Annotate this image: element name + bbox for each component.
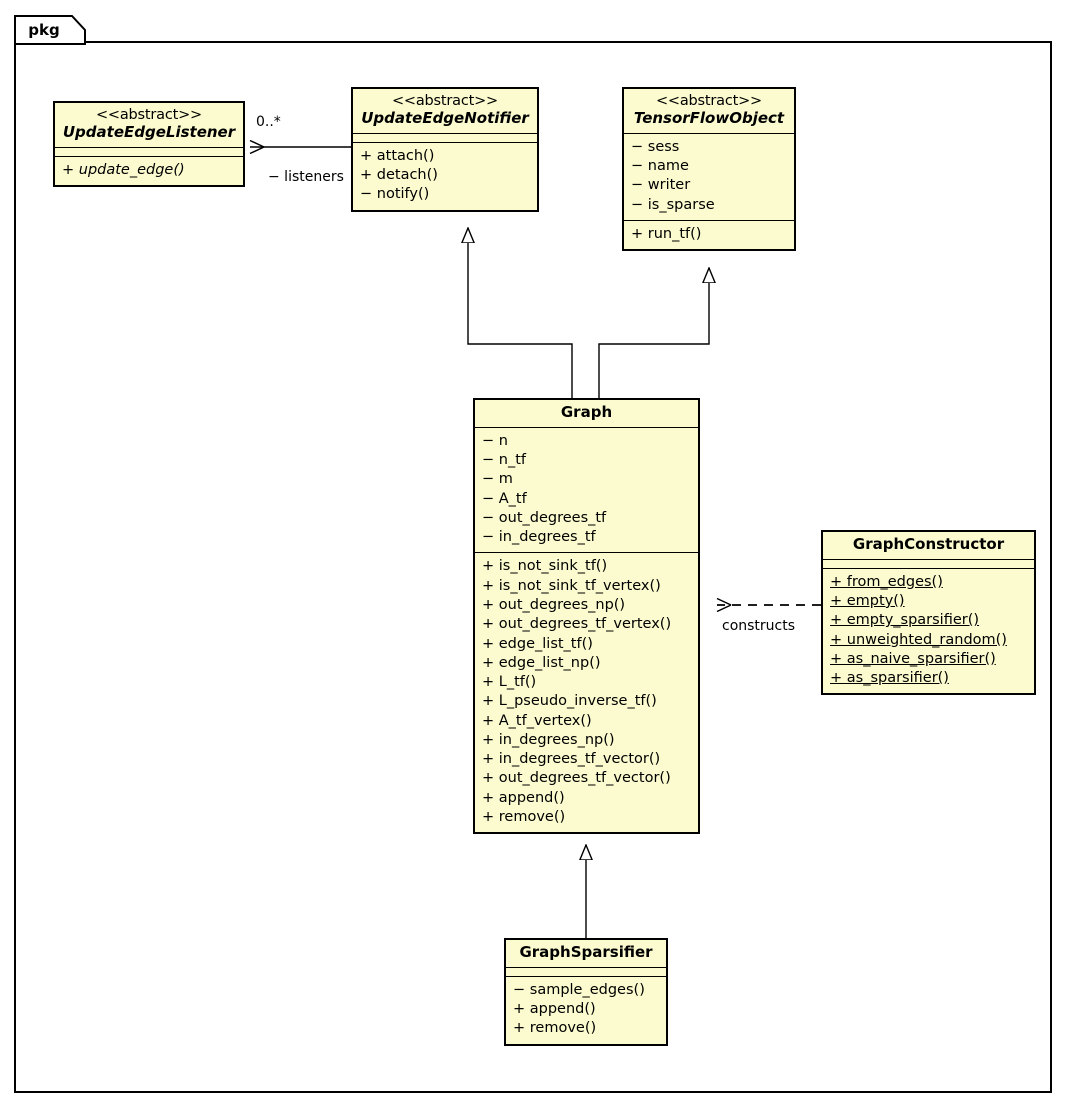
compartment-divider: [353, 141, 537, 143]
class-graph[interactable]: Graph − n − n_tf − m − A_tf − out_degree…: [473, 398, 700, 835]
compartment-divider: [823, 567, 1034, 569]
method-item: + in_degrees_tf_vector(): [482, 751, 661, 768]
method-item: + as_naive_sparsifier(): [830, 650, 996, 667]
compartment-divider: [624, 219, 794, 221]
attribute-item: − name: [631, 158, 689, 175]
stereotype-label: <<abstract>>: [391, 93, 499, 109]
methods-compartment: + run_tf(): [624, 221, 794, 249]
method-item: + from_edges(): [830, 573, 943, 590]
compartment-divider: [55, 155, 243, 157]
class-update-edge-listener[interactable]: <<abstract>> UpdateEdgeListener + update…: [53, 101, 245, 188]
dependency-constructs-label: constructs: [722, 618, 796, 634]
class-header: <<abstract>> UpdateEdgeListener: [55, 103, 243, 147]
stereotype-label: <<abstract>>: [95, 107, 203, 123]
methods-compartment: + is_not_sink_tf() + is_not_sink_tf_vert…: [475, 553, 698, 832]
attributes-compartment: [506, 968, 666, 976]
compartment-divider: [55, 146, 243, 148]
attribute-item: − is_sparse: [631, 196, 715, 213]
class-name-label: TensorFlowObject: [633, 109, 785, 128]
method-item: + A_tf_vertex(): [482, 712, 592, 729]
method-item: + run_tf(): [631, 225, 702, 242]
class-tensorflow-object[interactable]: <<abstract>> TensorFlowObject − sess − n…: [622, 87, 796, 252]
method-item: + update_edge(): [62, 161, 185, 178]
method-item: + attach(): [360, 147, 435, 164]
attributes-compartment: [353, 134, 537, 142]
attribute-item: − A_tf: [482, 490, 527, 507]
method-item: + as_sparsifier(): [830, 670, 949, 687]
method-item: + edge_list_tf(): [482, 635, 593, 652]
methods-compartment: − sample_edges() + append() + remove(): [506, 977, 666, 1044]
method-item: + L_pseudo_inverse_tf(): [482, 693, 657, 710]
method-item: + is_not_sink_tf_vertex(): [482, 577, 661, 594]
package-tab-shape: [14, 15, 86, 45]
compartment-divider: [353, 132, 537, 134]
class-name-label: UpdateEdgeListener: [62, 123, 236, 142]
method-item: + in_degrees_np(): [482, 731, 615, 748]
class-header: Graph: [475, 400, 698, 427]
package-label: pkg: [28, 21, 60, 39]
method-item: + empty_sparsifier(): [830, 612, 980, 629]
compartment-divider: [475, 426, 698, 428]
attribute-item: − in_degrees_tf: [482, 529, 596, 546]
class-name-label: GraphConstructor: [852, 535, 1005, 553]
methods-compartment: + update_edge(): [55, 157, 243, 185]
method-item: − sample_edges(): [513, 981, 645, 998]
compartment-divider: [506, 966, 666, 968]
method-item: + is_not_sink_tf(): [482, 558, 608, 575]
method-item: + edge_list_np(): [482, 654, 601, 671]
method-item: + out_degrees_tf_vector(): [482, 770, 671, 787]
class-graph-sparsifier[interactable]: GraphSparsifier − sample_edges() + appen…: [504, 938, 668, 1046]
class-header: GraphConstructor: [823, 532, 1034, 559]
attribute-item: − sess: [631, 138, 680, 155]
attribute-item: − n: [482, 432, 508, 449]
class-name-label: Graph: [560, 403, 613, 421]
attribute-item: − writer: [631, 177, 691, 194]
methods-compartment: + attach() + detach() − notify(): [353, 143, 537, 210]
method-item: + out_degrees_np(): [482, 596, 626, 613]
class-name-label: GraphSparsifier: [519, 943, 653, 961]
class-header: GraphSparsifier: [506, 940, 666, 967]
class-name-label: UpdateEdgeNotifier: [361, 109, 529, 128]
method-item: + out_degrees_tf_vertex(): [482, 616, 672, 633]
method-item: + remove(): [513, 1020, 597, 1037]
attribute-item: − out_degrees_tf: [482, 509, 607, 526]
method-item: + detach(): [360, 167, 438, 184]
method-item: + append(): [482, 789, 565, 806]
attributes-compartment: − sess − name − writer − is_sparse: [624, 134, 794, 220]
class-graph-constructor[interactable]: GraphConstructor + from_edges() + empty(…: [821, 530, 1036, 696]
compartment-divider: [475, 552, 698, 554]
method-item: − notify(): [360, 186, 430, 203]
class-update-edge-notifier[interactable]: <<abstract>> UpdateEdgeNotifier + attach…: [351, 87, 539, 212]
package-tab: pkg: [14, 15, 86, 45]
method-item: + remove(): [482, 809, 566, 826]
attribute-item: − n_tf: [482, 451, 526, 468]
aggregation-multiplicity-label: 0..*: [256, 114, 281, 130]
methods-compartment: + from_edges() + empty() + empty_sparsif…: [823, 569, 1034, 694]
compartment-divider: [624, 132, 794, 134]
method-item: + append(): [513, 1000, 596, 1017]
method-item: + unweighted_random(): [830, 631, 1007, 648]
attributes-compartment: − n − n_tf − m − A_tf − out_degrees_tf −…: [475, 428, 698, 553]
method-item: + empty(): [830, 592, 905, 609]
aggregation-role-label: − listeners: [268, 169, 344, 185]
compartment-divider: [506, 975, 666, 977]
class-header: <<abstract>> TensorFlowObject: [624, 89, 794, 133]
stereotype-label: <<abstract>>: [655, 93, 763, 109]
class-header: <<abstract>> UpdateEdgeNotifier: [353, 89, 537, 133]
compartment-divider: [823, 558, 1034, 560]
attributes-compartment: [55, 148, 243, 156]
attributes-compartment: [823, 560, 1034, 568]
attribute-item: − m: [482, 471, 513, 488]
method-item: + L_tf(): [482, 674, 537, 691]
